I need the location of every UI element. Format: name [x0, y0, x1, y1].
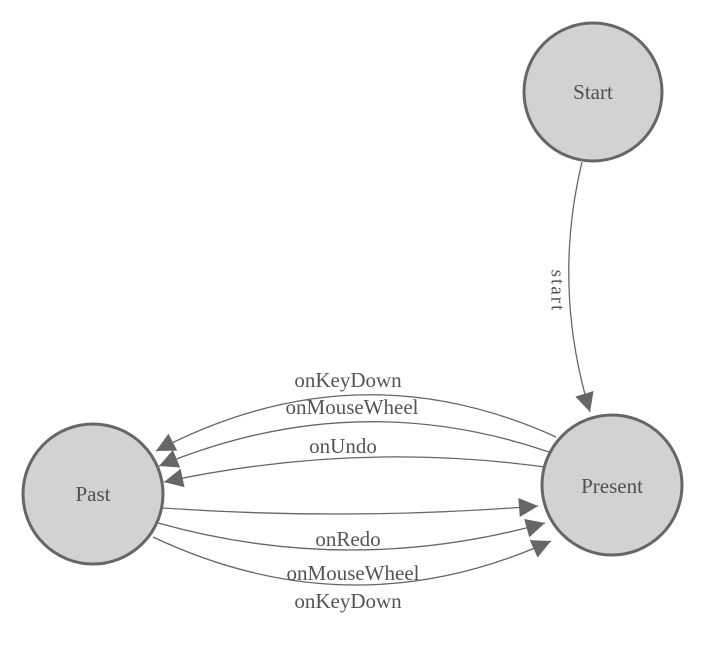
edge-label-onundo: onUndo	[309, 434, 377, 458]
edge-past-to-present-onredo	[162, 498, 539, 517]
edge-past-to-present-onkeydown	[152, 536, 552, 586]
edge-label-onmousewheel-bottom: onMouseWheel	[287, 561, 420, 585]
edge-label-onredo: onRedo	[315, 527, 380, 551]
state-label-present: Present	[581, 474, 643, 498]
edge-start-to-present	[568, 161, 594, 413]
state-node-past	[21, 422, 165, 566]
edge-present-to-past-onmousewheel	[158, 421, 550, 468]
state-label-start: Start	[573, 80, 613, 104]
edge-past-to-present-onmousewheel	[157, 518, 546, 551]
edge-label-onmousewheel-top: onMouseWheel	[286, 395, 419, 419]
edge-label-onkeydown-bottom: onKeyDown	[294, 589, 402, 613]
edge-present-to-past-onundo	[163, 456, 546, 488]
edge-label-onkeydown-top: onKeyDown	[294, 368, 402, 392]
state-node-present	[540, 413, 684, 557]
state-label-past: Past	[75, 482, 110, 506]
state-node-start	[522, 21, 664, 163]
edge-present-to-past-onkeydown	[155, 394, 557, 452]
edge-label-start: start	[547, 270, 568, 313]
